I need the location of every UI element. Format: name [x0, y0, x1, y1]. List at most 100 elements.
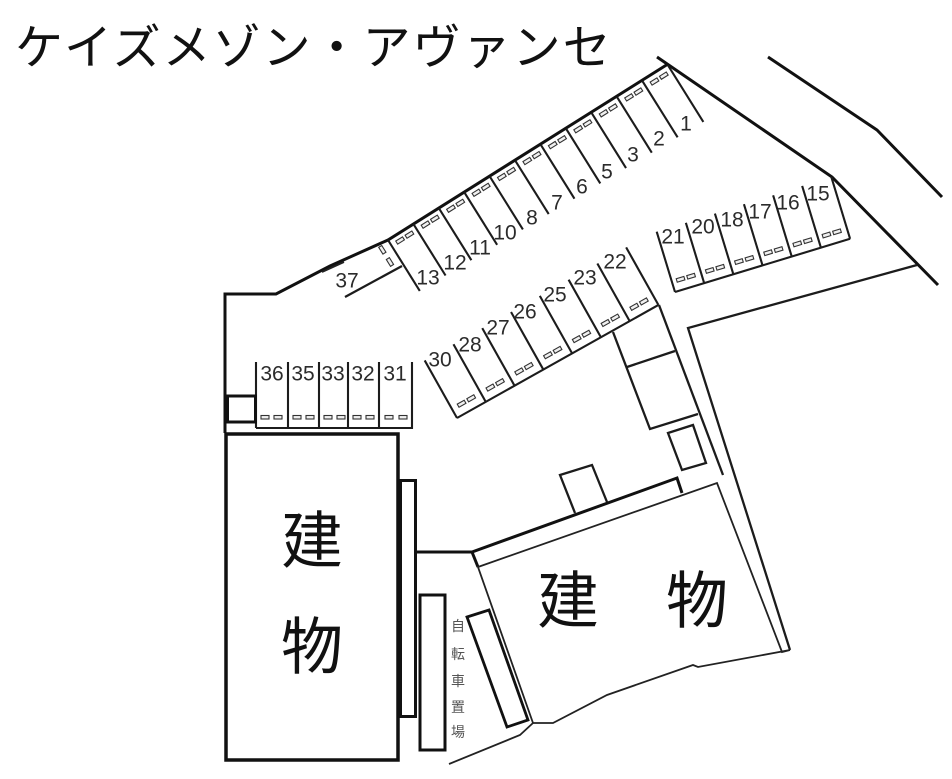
parking-space-37-edge	[344, 264, 403, 299]
wheel-stop	[598, 108, 609, 118]
building-left-label-char-2: 物	[281, 611, 343, 684]
wheel-stop	[523, 361, 534, 371]
bicycle-parking-char-5: 場	[451, 725, 465, 741]
wheel-stop	[260, 414, 270, 420]
stall-divider	[590, 112, 627, 169]
parking-space-20	[684, 222, 726, 284]
wheel-stop	[633, 87, 644, 96]
building-left-label-char-1: 建	[281, 505, 343, 578]
wheel-stop	[638, 297, 649, 306]
wheel-stop	[352, 414, 362, 420]
stall-divider	[742, 203, 764, 266]
parking-row-right	[655, 176, 852, 294]
wheel-stop	[792, 240, 803, 248]
wheel-stop	[394, 236, 406, 245]
space-number-20: 20	[691, 216, 714, 239]
wheel-stop	[429, 214, 440, 224]
building-right: 建 物	[476, 481, 791, 724]
space-number-12: 12	[443, 252, 466, 275]
wheel-stop	[704, 266, 715, 275]
space-number-27: 27	[486, 317, 509, 340]
wheel-stop	[658, 71, 669, 81]
parking-space-8	[488, 166, 524, 230]
wheel-stop	[377, 244, 387, 255]
walkway-wall	[416, 476, 684, 554]
space-number-22: 22	[603, 251, 626, 274]
parking-space-6	[539, 134, 576, 200]
utility-box	[226, 394, 257, 424]
wheel-stop	[623, 92, 635, 102]
bicycle-parking-char-3: 車	[451, 673, 465, 690]
building-right-label-char-2: 物	[666, 565, 728, 638]
wheel-stop	[607, 103, 619, 112]
stall-divider	[655, 231, 677, 293]
parking-space-31	[377, 362, 408, 428]
wheel-stop	[531, 150, 542, 160]
space-number-28: 28	[458, 334, 481, 357]
wheel-stop	[323, 414, 333, 420]
parking-space-17	[742, 203, 784, 266]
parking-space-10	[463, 182, 499, 246]
parking-space-1	[641, 71, 679, 138]
parking-space-27	[481, 327, 534, 387]
bicycle-parking-label: 自 転 車 置 場	[451, 619, 465, 741]
parking-row-top-labels: 13 12 11 10 8 7 6 5 3 2 1 37	[335, 113, 692, 293]
wheel-stop	[384, 414, 394, 420]
building-left: 建 物	[224, 432, 400, 762]
parking-space-25	[538, 295, 592, 354]
wheel-stop	[305, 414, 315, 420]
stall-divider	[387, 239, 421, 292]
parking-space-18	[713, 213, 755, 275]
row-baseline	[674, 237, 851, 294]
space-number-15: 15	[806, 183, 829, 206]
parking-space-15	[801, 185, 843, 248]
parking-space-22	[596, 263, 649, 322]
building-left-outline	[224, 432, 400, 762]
space-number-16: 16	[776, 192, 799, 215]
parking-space-11	[437, 198, 473, 261]
wheel-stop	[763, 249, 774, 257]
wheel-stop	[582, 118, 593, 128]
space-number-6: 6	[576, 176, 588, 199]
stall-divider	[423, 359, 458, 419]
parking-row-middle-labels: 30 28 27 26 25 23 22	[428, 251, 626, 372]
storage-area-divider	[626, 349, 676, 369]
parking-space-13	[387, 230, 421, 292]
stall-divider	[772, 194, 793, 257]
parking-space-16	[772, 194, 813, 257]
parking-space-33	[317, 362, 346, 428]
stall-divider	[616, 96, 653, 154]
small-enclosure	[666, 423, 708, 472]
space-number-10: 10	[493, 222, 516, 245]
space-number-17: 17	[748, 201, 771, 224]
bicycle-parking-char-1: 自	[451, 619, 465, 635]
wheel-stop	[365, 414, 375, 420]
wheel-stop	[733, 258, 744, 266]
stall-divider	[641, 80, 679, 138]
stall-divider	[565, 128, 602, 184]
parking-space-37-wheel-stops	[377, 244, 395, 268]
wheel-stop	[581, 329, 592, 339]
wheel-stop	[821, 231, 832, 239]
bicycle-parking-char-2: 転	[451, 647, 465, 663]
wheel-stop	[556, 134, 568, 144]
space-number-31: 31	[383, 363, 406, 386]
wheel-stop	[466, 394, 477, 403]
wheel-stop	[675, 275, 686, 283]
space-number-35: 35	[291, 363, 314, 386]
east-aisle-edge	[657, 304, 725, 476]
stall-divider-end	[830, 176, 852, 240]
space-number-8: 8	[526, 207, 538, 230]
stall-divider-end	[625, 246, 660, 306]
stall-divider	[463, 191, 499, 246]
stall-divider	[539, 144, 576, 200]
building-right-outline	[476, 481, 791, 724]
wheel-stop	[831, 228, 843, 236]
stall-divider	[801, 185, 822, 248]
space-number-5: 5	[601, 161, 613, 184]
parking-row-right-labels: 21 20 18 17 16 15	[661, 183, 829, 249]
wheel-stop	[494, 377, 506, 387]
wheel-stop	[485, 383, 496, 392]
parking-space-5	[565, 118, 602, 184]
space-number-36: 36	[260, 363, 283, 386]
